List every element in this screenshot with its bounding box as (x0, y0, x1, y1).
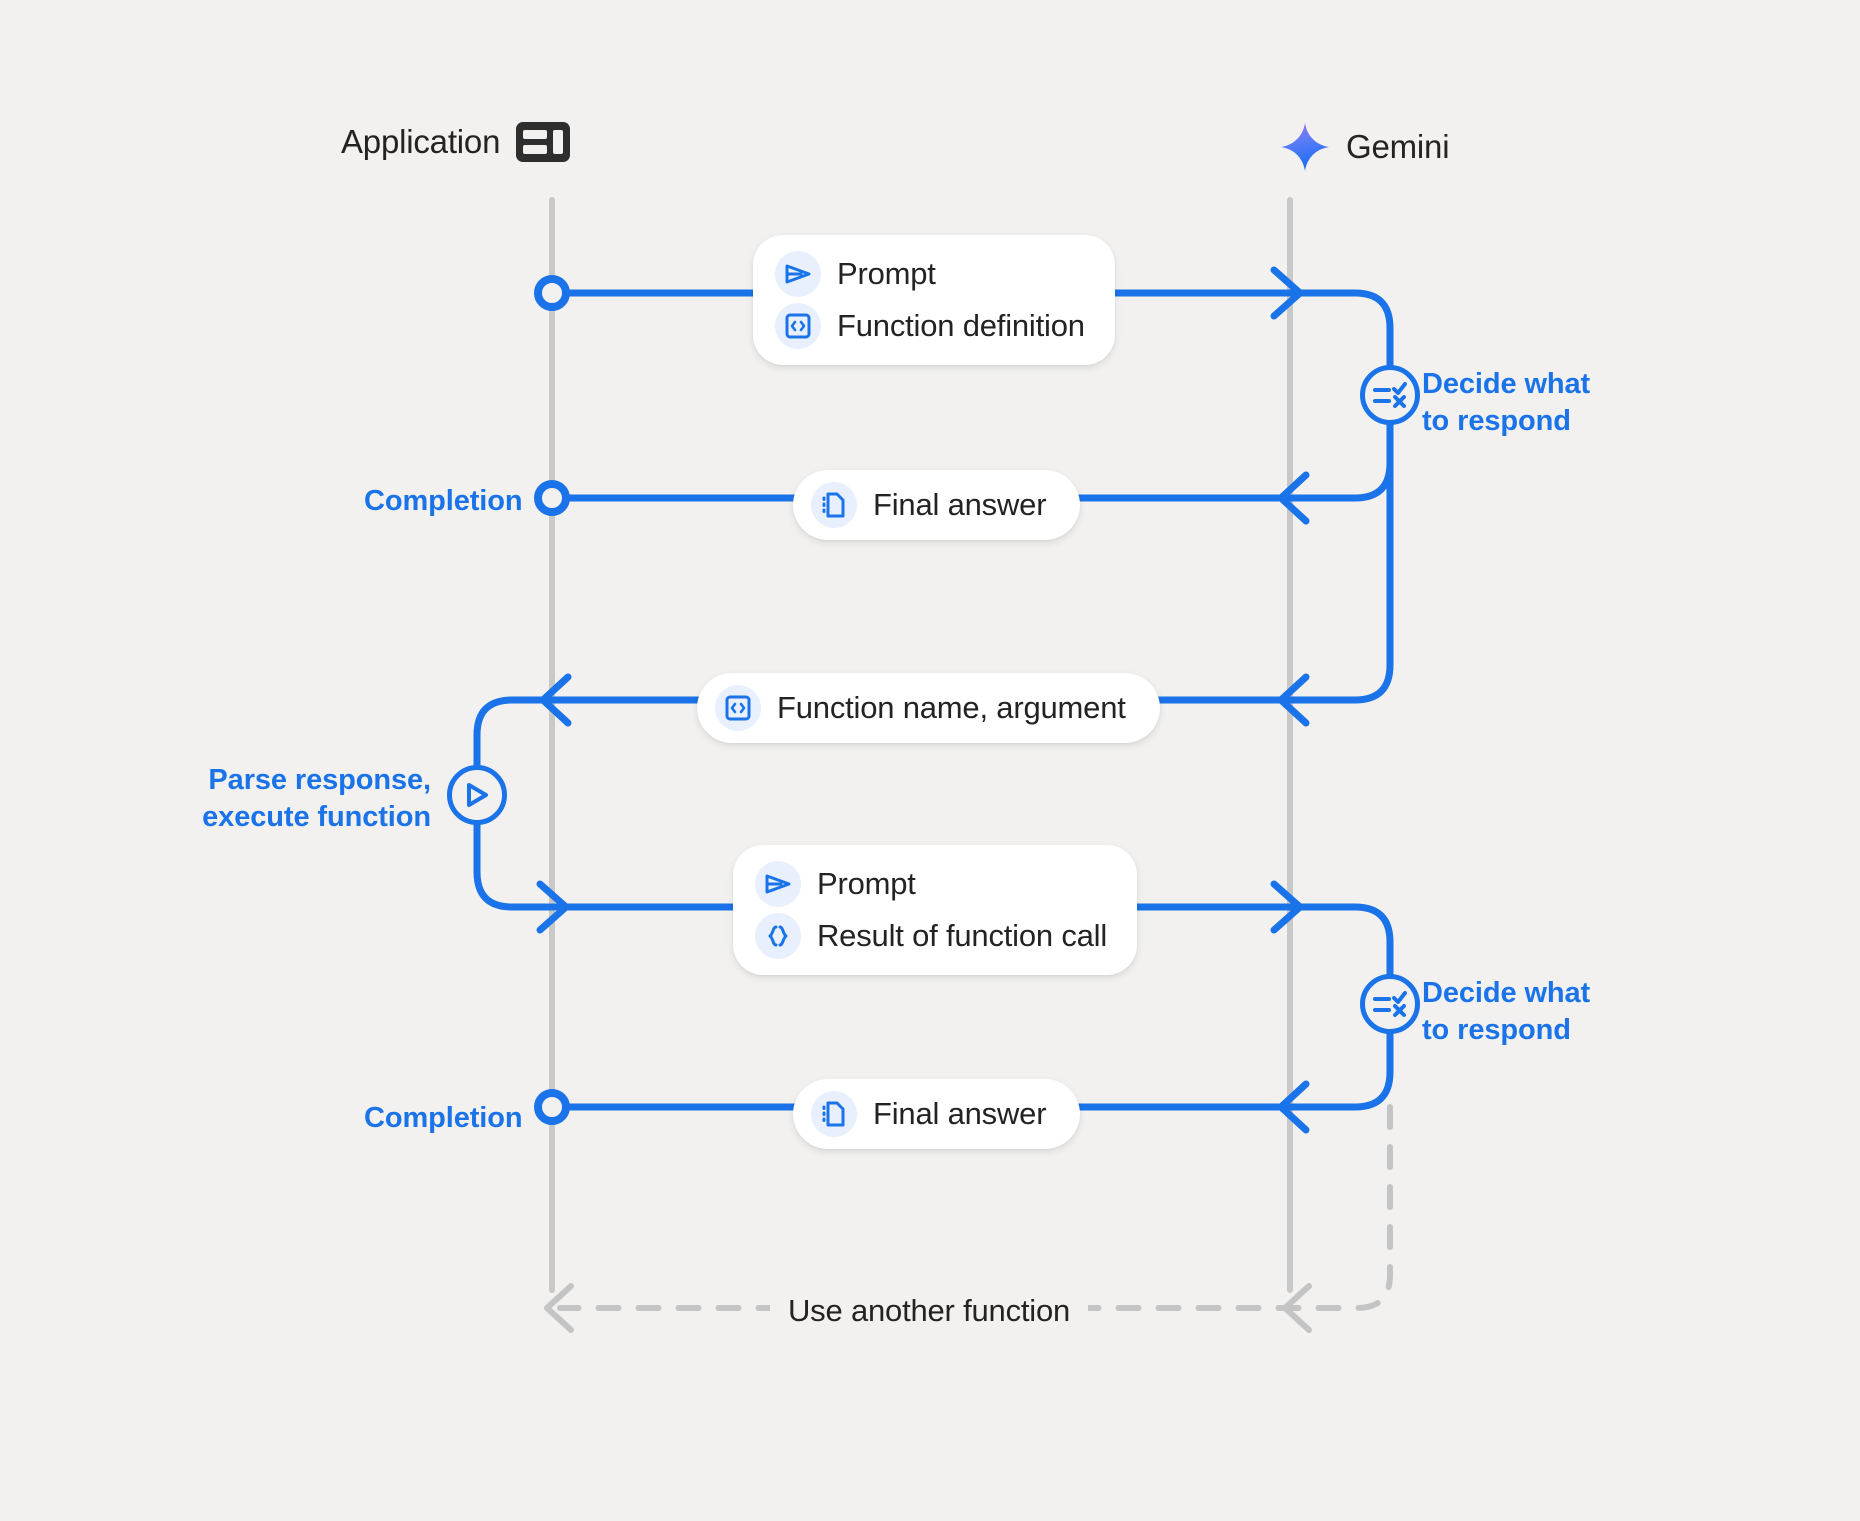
arrowhead-response-1 (1277, 471, 1310, 525)
send-prompt-icon (755, 861, 801, 907)
message-bubble-response-1: Final answer (793, 470, 1081, 540)
arrowhead-loop-gemini (1282, 1283, 1312, 1333)
node-parse-execute (447, 765, 507, 825)
code-brackets-box-icon (775, 303, 821, 349)
label-parse-execute: Parse response, execute function (202, 764, 431, 834)
arrowhead-response-3 (1277, 1080, 1310, 1134)
label-decide-2: Decide what to respond (1422, 977, 1591, 1047)
checklist-decision-icon (1373, 991, 1407, 1017)
document-icon (811, 1091, 857, 1137)
label-completion-2: Completion (364, 1102, 523, 1134)
column-label-gemini: Gemini (1346, 128, 1450, 165)
wire-decide2-to-final-answer (1286, 1030, 1394, 1111)
message-label: Function definition (837, 308, 1085, 343)
message-row: Prompt (775, 251, 1085, 297)
arrowhead-loop-application (544, 1283, 574, 1333)
message-label: Final answer (873, 487, 1047, 522)
message-row: Final answer (811, 482, 1047, 528)
arrowhead-request-2-app (536, 880, 570, 934)
curly-braces-icon (755, 913, 801, 959)
message-bubble-request-2: Prompt Result of function call (733, 845, 1138, 975)
wire-decide1-to-final-answer (1286, 421, 1394, 502)
checklist-decision-icon (1373, 382, 1407, 408)
message-label: Prompt (837, 256, 936, 291)
message-row: Function name, argument (715, 685, 1126, 731)
message-bubble-response-2: Function name, argument (697, 673, 1160, 743)
label-decide-1: Decide what to respond (1422, 368, 1591, 438)
loop-caption: Use another function (770, 1293, 1089, 1329)
origin-node-request-1 (534, 275, 570, 311)
column-label-application: Application (341, 123, 501, 160)
arrowhead-request-1 (1270, 266, 1304, 320)
code-brackets-box-icon (715, 685, 761, 731)
gemini-sparkle-icon (1281, 123, 1329, 171)
arrowhead-response-2-app (539, 673, 572, 727)
dashboard-layout-icon (516, 122, 571, 162)
message-row: Result of function call (755, 913, 1107, 959)
column-header-gemini: Gemini (1280, 122, 1450, 172)
origin-node-response-1 (534, 480, 570, 516)
message-label: Function name, argument (777, 690, 1126, 725)
node-decide-2 (1360, 974, 1420, 1034)
message-bubble-request-1: Prompt Function definition (753, 235, 1115, 365)
label-completion-1: Completion (364, 485, 523, 517)
column-header-application: Application (341, 122, 571, 162)
message-row: Function definition (775, 303, 1085, 349)
send-prompt-icon (775, 251, 821, 297)
arrowhead-request-2-gemini (1270, 880, 1304, 934)
message-bubble-response-3: Final answer (793, 1079, 1081, 1149)
play-triangle-icon (467, 783, 488, 807)
message-row: Final answer (811, 1091, 1047, 1137)
node-decide-1 (1360, 365, 1420, 425)
document-icon (811, 482, 857, 528)
message-label: Final answer (873, 1096, 1047, 1131)
arrowhead-response-2-gemini (1277, 673, 1310, 727)
origin-node-response-3 (534, 1089, 570, 1125)
wire-decide1-to-function-call (1286, 421, 1394, 704)
message-label: Result of function call (817, 918, 1108, 953)
message-row: Prompt (755, 861, 1107, 907)
message-label: Prompt (817, 866, 916, 901)
